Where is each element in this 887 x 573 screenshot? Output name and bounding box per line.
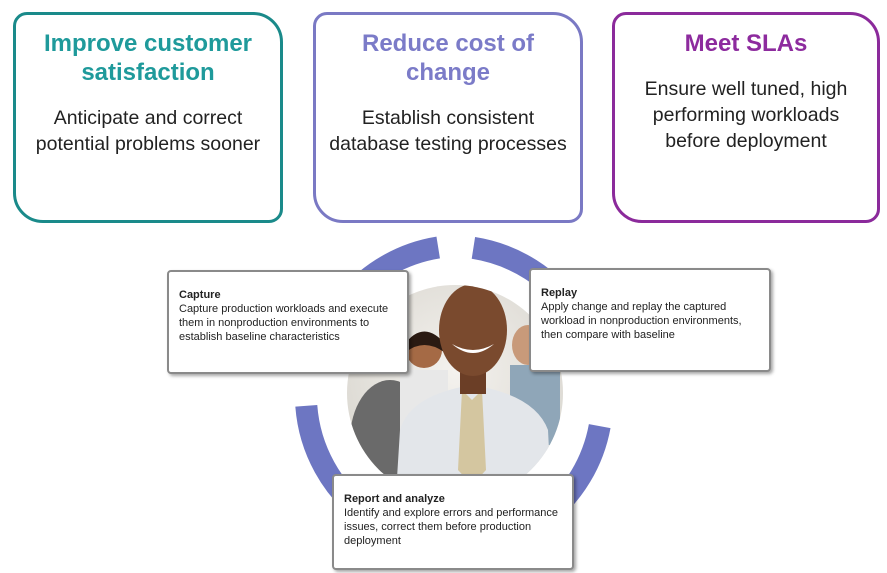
benefit-card-reduce-cost: Reduce cost of change Establish consiste… [313, 12, 583, 223]
card-title: Meet SLAs [684, 30, 808, 57]
step-capture: Capture Capture production workloads and… [167, 270, 409, 374]
card-description: Establish consistent database testing pr… [329, 107, 567, 155]
step-description: Identify and explore errors and performa… [344, 507, 559, 547]
benefit-card-customer-satisfaction: Improve customer satisfaction Anticipate… [13, 12, 283, 223]
card-description: Ensure well tuned, high performing workl… [644, 78, 848, 152]
step-description: Apply change and replay the captured wor… [541, 301, 742, 341]
card-title: Improve customer satisfaction [43, 30, 253, 86]
step-description: Capture production workloads and execute… [179, 303, 389, 343]
step-title: Capture [179, 289, 221, 301]
card-title: Reduce cost of change [361, 30, 535, 86]
step-title: Report and analyze [344, 493, 445, 505]
step-replay: Replay Apply change and replay the captu… [529, 268, 771, 372]
benefit-card-meet-slas: Meet SLAs Ensure well tuned, high perfor… [612, 12, 880, 223]
card-description: Anticipate and correct potential problem… [35, 107, 261, 155]
step-title: Replay [541, 287, 578, 299]
step-report-and-analyze: Report and analyze Identify and explore … [332, 474, 574, 570]
